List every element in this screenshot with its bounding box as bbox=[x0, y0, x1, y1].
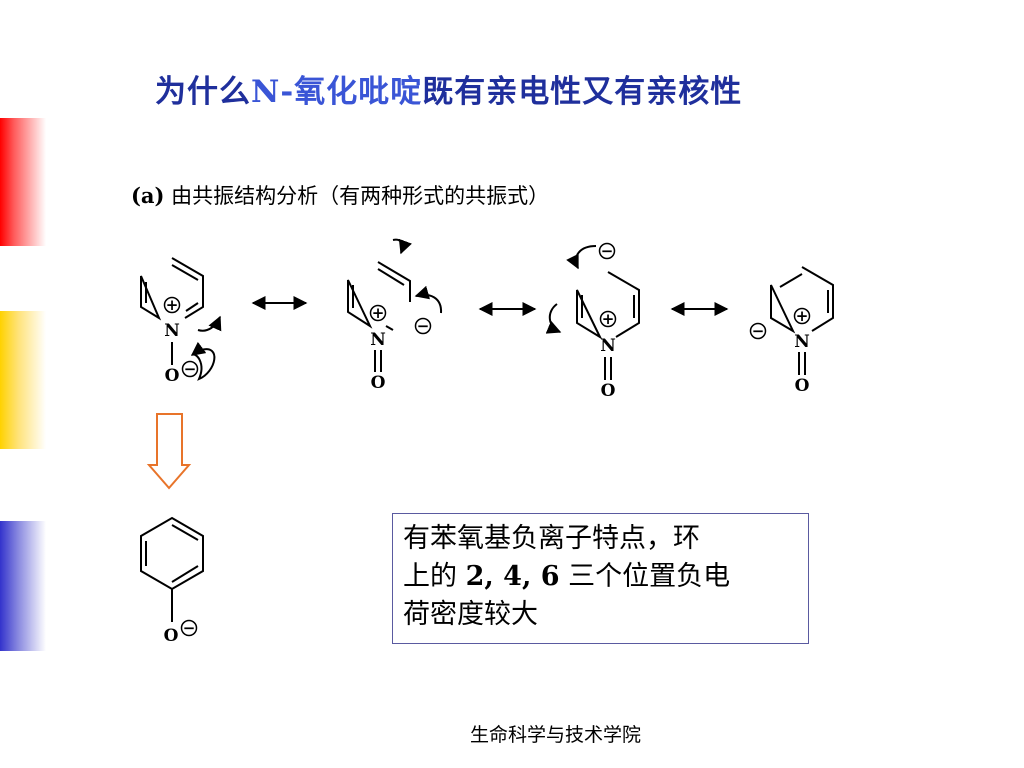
info-line-1: 有苯氧基负离子特点，环 bbox=[403, 523, 700, 554]
svg-text:+: + bbox=[796, 307, 809, 325]
svg-text:−: − bbox=[184, 360, 197, 378]
title-part1: 为什么 bbox=[155, 74, 251, 110]
plus-charge-icon-3: + bbox=[599, 310, 617, 328]
structure-1-bonds bbox=[140, 257, 204, 365]
down-arrow-icon bbox=[146, 413, 192, 490]
structure-2-bonds bbox=[347, 261, 411, 372]
svg-text:−: − bbox=[417, 317, 430, 335]
accent-bar-yellow bbox=[0, 311, 46, 449]
minus-charge-icon-1: − bbox=[181, 360, 199, 378]
info-line-2-post: 三个位置负电 bbox=[559, 561, 731, 592]
svg-text:+: + bbox=[166, 296, 179, 314]
plus-charge-icon-2: + bbox=[369, 304, 387, 322]
slide-title: 为什么N-氧化吡啶既有亲电性又有亲核性 bbox=[155, 66, 742, 111]
minus-charge-icon-4: − bbox=[749, 322, 767, 340]
atom-o-1: O bbox=[165, 366, 180, 386]
info-line-2-pre: 上的 bbox=[403, 561, 466, 592]
info-line-2: 上的 2, 4, 6 三个位置负电 bbox=[403, 558, 798, 596]
curved-arrows bbox=[190, 238, 597, 381]
atom-o-3: O bbox=[601, 381, 616, 401]
info-box: 有苯氧基负离子特点，环 上的 2, 4, 6 三个位置负电 荷密度较大 bbox=[392, 513, 809, 644]
minus-charge-icon-3: − bbox=[598, 242, 616, 260]
minus-charge-icon-phenoxide: − bbox=[180, 619, 198, 637]
phenoxide-bonds bbox=[140, 516, 204, 622]
svg-text:+: + bbox=[602, 310, 615, 328]
title-part2: 既有亲电性又有亲核性 bbox=[422, 74, 743, 110]
atom-n-2: N bbox=[370, 330, 386, 350]
subtitle-text: 由共振结构分析（有两种形式的共振式） bbox=[164, 184, 550, 208]
atom-o-phenoxide: O bbox=[164, 626, 179, 646]
footer-institution: 生命科学与技术学院 bbox=[470, 724, 642, 746]
subtitle-tag: (a) bbox=[131, 183, 165, 208]
atom-n-1: N bbox=[164, 321, 180, 341]
svg-text:−: − bbox=[752, 322, 765, 340]
svg-text:−: − bbox=[183, 619, 196, 637]
atom-o-4: O bbox=[795, 376, 810, 396]
svg-text:+: + bbox=[372, 304, 385, 322]
resonance-arrows bbox=[251, 296, 729, 316]
info-line-2-nums: 2, 4, 6 bbox=[465, 561, 560, 592]
charge-symbols: + − + − − + − + − bbox=[163, 242, 811, 637]
info-line-3: 荷密度较大 bbox=[403, 599, 538, 630]
atom-n-3: N bbox=[600, 336, 616, 356]
atom-o-2: O bbox=[371, 373, 386, 393]
structure-3-bonds bbox=[576, 271, 640, 380]
accent-bar-blue bbox=[0, 521, 46, 651]
title-highlight: N-氧化吡啶 bbox=[251, 74, 423, 110]
structure-4-bonds bbox=[770, 266, 834, 375]
atom-n-4: N bbox=[794, 332, 810, 352]
plus-charge-icon-1: + bbox=[163, 296, 181, 314]
minus-charge-icon-2: − bbox=[414, 317, 432, 335]
svg-text:−: − bbox=[601, 242, 614, 260]
accent-bar-red bbox=[0, 118, 46, 246]
plus-charge-icon-4: + bbox=[793, 307, 811, 325]
section-subtitle: (a) 由共振结构分析（有两种形式的共振式） bbox=[131, 180, 549, 210]
